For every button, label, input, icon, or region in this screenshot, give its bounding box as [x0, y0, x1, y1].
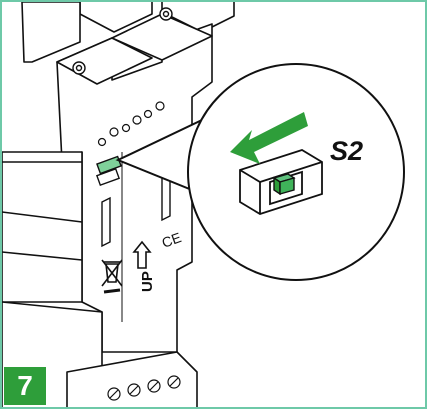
switch-slider-knob — [272, 173, 296, 196]
up-arrow-icon — [132, 240, 152, 269]
disposal-bin-icon — [101, 259, 123, 294]
led-hole-1 — [109, 127, 119, 137]
led-hole-2 — [132, 115, 142, 125]
ce-mark-icon: CE — [160, 229, 184, 251]
led-hole-3 — [155, 101, 165, 111]
front-slot-left — [101, 196, 111, 248]
bottom-terminal-block — [66, 351, 198, 407]
switch-label: S2 — [330, 136, 363, 166]
terminal-cover-right — [111, 13, 213, 61]
direction-arrow-icon — [230, 112, 308, 164]
housing-back — [21, 2, 81, 63]
side-panel-upper — [2, 151, 83, 303]
step-number-badge: 7 — [4, 367, 46, 405]
up-label: UP — [139, 271, 156, 292]
